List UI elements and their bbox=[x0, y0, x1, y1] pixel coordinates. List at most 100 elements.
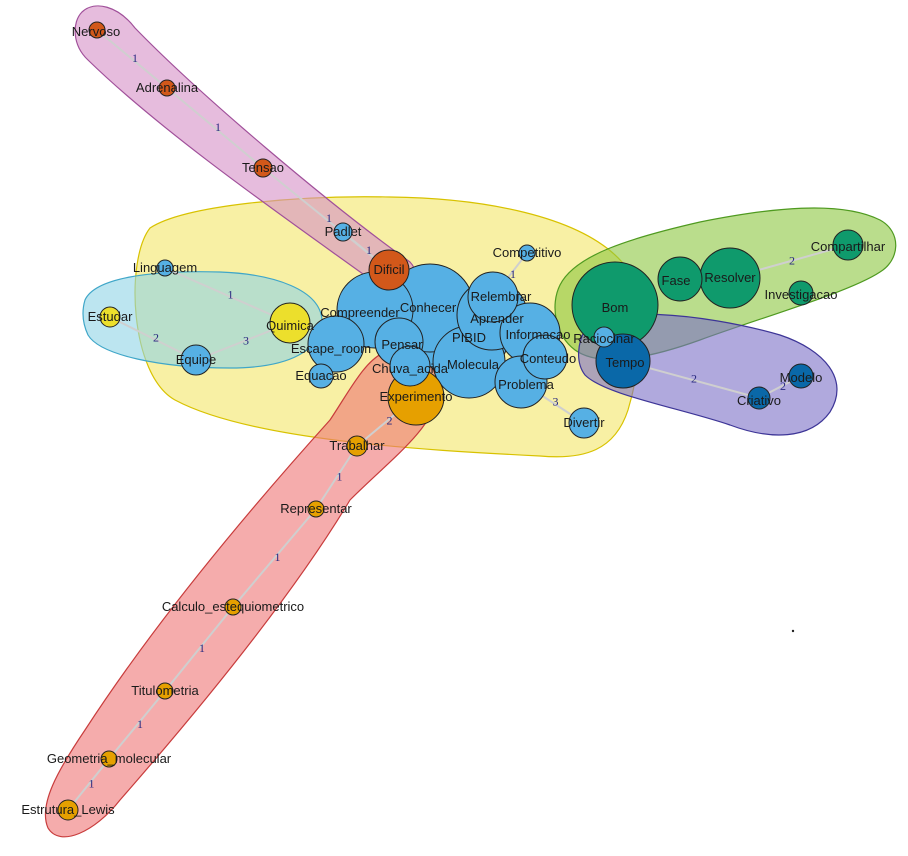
node-conteudo bbox=[522, 334, 568, 380]
node-geometria bbox=[100, 750, 118, 768]
edge-geometria-estrutura bbox=[67, 758, 110, 811]
node-layer bbox=[57, 21, 864, 821]
node-label-quimica: Quimica bbox=[266, 318, 314, 333]
edge-weight-label: 1 bbox=[366, 243, 372, 257]
edge-weight-label: 3 bbox=[243, 334, 249, 348]
node-label-estrutura: Estrutura_Lewis bbox=[21, 802, 115, 817]
node-label-criativo: Criativo bbox=[737, 393, 781, 408]
edge-weight-label: 1 bbox=[228, 288, 234, 302]
node-linguagem bbox=[156, 259, 174, 277]
node-label-fase: Fase bbox=[662, 273, 691, 288]
node-criativo bbox=[747, 386, 771, 410]
node-label-calculo: Calculo_estequiometrico bbox=[162, 599, 304, 614]
node-escape_room bbox=[307, 315, 365, 373]
node-label-equipe: Equipe bbox=[176, 352, 216, 367]
edge-weight-label: 1 bbox=[326, 211, 332, 225]
node-label-modelo: Modelo bbox=[780, 370, 823, 385]
node-tensao bbox=[253, 158, 273, 178]
node-label-compartilhar: Compartilhar bbox=[811, 239, 886, 254]
node-trabalhar bbox=[346, 435, 368, 457]
node-equacao bbox=[308, 363, 334, 389]
node-label-competitivo: Competitivo bbox=[493, 245, 562, 260]
edge-weight-label: 1 bbox=[132, 51, 138, 65]
node-relembrar bbox=[467, 271, 519, 323]
node-titulometria bbox=[156, 682, 174, 700]
node-label-divertir: Divertir bbox=[563, 415, 605, 430]
node-label-problema: Problema bbox=[498, 377, 554, 392]
edge-weight-label: 1 bbox=[137, 717, 143, 731]
node-label-padlet: Padlet bbox=[325, 224, 362, 239]
node-modelo bbox=[788, 363, 814, 389]
node-adrenalina bbox=[158, 79, 176, 97]
node-label-linguagem: Linguagem bbox=[133, 260, 197, 275]
node-label-molecula: Molecula bbox=[447, 357, 500, 372]
node-quimica bbox=[269, 302, 311, 344]
node-label-equacao: Equacao bbox=[295, 368, 346, 383]
edge-weight-label: 3 bbox=[553, 395, 559, 409]
node-nervoso bbox=[88, 21, 106, 39]
node-label-aprender: Aprender bbox=[470, 311, 524, 326]
node-label-representar: Representar bbox=[280, 501, 352, 516]
edge-weight-label: 2 bbox=[789, 254, 795, 268]
node-representar bbox=[307, 500, 325, 518]
node-competitivo bbox=[518, 244, 536, 262]
edge-estudar-equipe bbox=[109, 316, 197, 361]
node-divertir bbox=[568, 407, 600, 439]
edge-titulometria-geometria bbox=[108, 690, 166, 760]
node-label-bom: Bom bbox=[602, 300, 629, 315]
node-label-informacao: Informacao bbox=[505, 327, 570, 342]
edge-adrenalina-tensao bbox=[166, 87, 264, 169]
node-label-raciocinar: Raciocinar bbox=[573, 331, 635, 346]
node-label-relembrar: Relembrar bbox=[471, 289, 532, 304]
edge-linguagem-quimica bbox=[164, 267, 291, 324]
stray-dot bbox=[791, 629, 795, 633]
node-label-nervoso: Nervoso bbox=[72, 24, 120, 39]
cluster-hulls bbox=[44, 5, 897, 838]
node-investigacao bbox=[788, 280, 814, 306]
edge-trabalhar-representar bbox=[315, 445, 358, 510]
edge-weight-label: 1 bbox=[215, 120, 221, 134]
node-estrutura bbox=[57, 799, 79, 821]
edge-weight-label: 2 bbox=[691, 372, 697, 386]
edge-representar-calculo bbox=[232, 508, 317, 608]
node-label-trabalhar: Trabalhar bbox=[329, 438, 385, 453]
edge-weight-label: 2 bbox=[780, 379, 786, 393]
node-label-conhecer: Conhecer bbox=[400, 300, 457, 315]
node-label-investigacao: Investigacao bbox=[765, 287, 838, 302]
node-padlet bbox=[333, 222, 353, 242]
edge-calculo-titulometria bbox=[164, 606, 234, 692]
node-calculo bbox=[224, 598, 242, 616]
node-estudar bbox=[99, 306, 121, 328]
node-label-estudar: Estudar bbox=[88, 309, 133, 324]
node-label-adrenalina: Adrenalina bbox=[136, 80, 199, 95]
node-label-experimento: Experimento bbox=[380, 389, 453, 404]
edge-weight-label: 1 bbox=[337, 470, 343, 484]
edge-weight-label: 2 bbox=[387, 414, 393, 428]
node-label-conteudo: Conteudo bbox=[520, 351, 576, 366]
node-label-tensao: Tensao bbox=[242, 160, 284, 175]
node-dificil bbox=[368, 249, 410, 291]
node-label-geometria: Geometria_molecular bbox=[47, 751, 172, 766]
node-label-resolver: Resolver bbox=[704, 270, 756, 285]
edge-nervoso-adrenalina bbox=[96, 29, 168, 89]
node-label-compreender: Compreender bbox=[320, 305, 400, 320]
node-label-tempo: Tempo bbox=[605, 355, 644, 370]
node-equipe bbox=[180, 344, 212, 376]
edge-weight-label: 1 bbox=[89, 777, 95, 791]
node-label-chuva_acida: Chuva_acida bbox=[372, 361, 449, 376]
node-compartilhar bbox=[832, 229, 864, 261]
edge-weight-label: 1 bbox=[199, 641, 205, 655]
node-label-escape_room: Escape_room bbox=[291, 341, 371, 356]
node-fase bbox=[657, 256, 703, 302]
node-label-dificil: Dificil bbox=[373, 262, 404, 277]
node-raciocinar bbox=[593, 326, 615, 348]
edge-weight-label: 2 bbox=[153, 331, 159, 345]
node-label-titulometria: Titulometria bbox=[131, 683, 199, 698]
edge-weight-label: 1 bbox=[510, 267, 516, 281]
edge-weight-label: 1 bbox=[275, 550, 281, 564]
node-tempo bbox=[595, 333, 651, 389]
node-label-pibid: PIBID bbox=[452, 330, 486, 345]
node-chuva_acida bbox=[389, 345, 431, 387]
